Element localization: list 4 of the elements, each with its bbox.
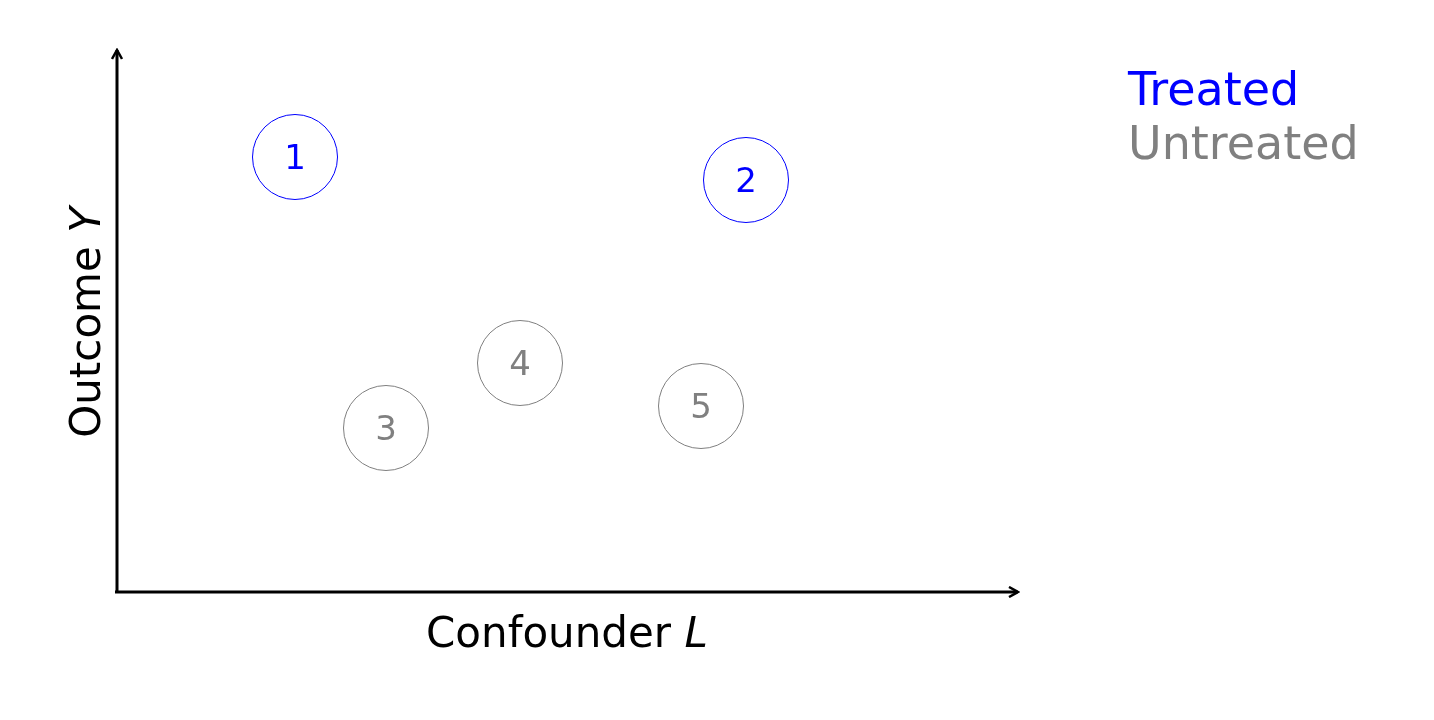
x-axis-label: Confounder L (426, 607, 708, 657)
y-axis-label: Outcome Y (60, 206, 110, 438)
legend-entry: Treated (1128, 62, 1300, 116)
legend-entry: Untreated (1128, 116, 1359, 170)
